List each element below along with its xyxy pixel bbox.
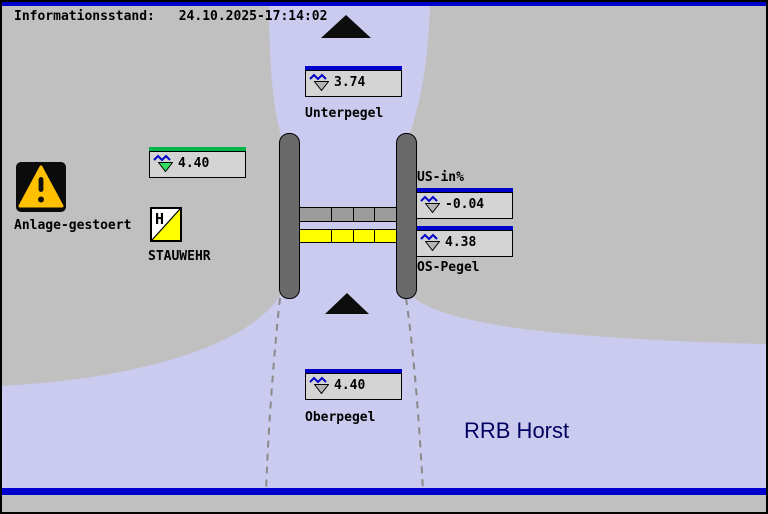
- plant-name: RRB Horst: [464, 418, 570, 443]
- water-wave-icon: [153, 154, 171, 162]
- oberpegel-value: 4.40: [334, 378, 366, 393]
- gauge-body: 3.74: [305, 70, 402, 97]
- water-surface: [2, 2, 766, 494]
- us-gauge: -0.04: [416, 188, 513, 219]
- flow-direction-arrow-top: [321, 15, 371, 38]
- alarm-label: Anlage-gestoert: [14, 218, 132, 233]
- level-pointer-icon: [314, 81, 329, 91]
- water-wave-icon: [420, 233, 438, 241]
- gauge-max-line: [416, 226, 513, 230]
- flow-direction-arrow-bottom: [325, 293, 369, 314]
- gate-segment: [332, 208, 354, 221]
- stauwehr-symbol-button[interactable]: H: [150, 207, 182, 242]
- gauge-body: 4.40: [149, 151, 246, 178]
- oberpegel-gauge: 4.40: [305, 369, 402, 400]
- unterpegel-value: 3.74: [334, 75, 366, 90]
- us-label: US-in%: [417, 170, 464, 185]
- gauge-body: -0.04: [416, 192, 513, 219]
- weir-gate-bar-yellow: [297, 229, 397, 243]
- level-pointer-icon: [158, 162, 173, 172]
- weir-symbol-letter: H: [155, 210, 165, 228]
- level-pointer-icon: [314, 384, 329, 394]
- water-wave-icon: [420, 195, 438, 203]
- gate-segment: [298, 230, 333, 242]
- top-border-bar: [2, 2, 766, 6]
- gauge-max-line: [149, 147, 246, 151]
- warning-triangle-icon: [18, 165, 64, 208]
- oberpegel-label: Oberpegel: [305, 410, 376, 425]
- weir-pillar-right: [396, 133, 417, 299]
- gate-segment: [354, 230, 376, 242]
- alarm-indicator-button[interactable]: [16, 162, 66, 212]
- stauwehr-level-value: 4.40: [178, 156, 210, 171]
- level-pointer-icon: [425, 203, 440, 213]
- unterpegel-gauge: 3.74: [305, 66, 402, 97]
- gate-segment: [332, 230, 354, 242]
- level-pointer-icon: [425, 241, 440, 251]
- gate-segment: [375, 230, 396, 242]
- weir-symbol-icon: [152, 209, 180, 240]
- gauge-body: 4.40: [305, 373, 402, 400]
- timestamp-value: 24.10.2025-17:14:02: [178, 9, 328, 24]
- gauge-max-line: [416, 188, 513, 192]
- bottom-border-bar: [2, 488, 766, 495]
- gate-segment: [298, 208, 333, 221]
- weir-gate-bar-gray: [297, 207, 397, 222]
- gauge-body: 4.38: [416, 230, 513, 257]
- os-value: 4.38: [445, 235, 477, 250]
- us-value: -0.04: [445, 197, 485, 212]
- stauwehr-label: STAUWEHR: [148, 249, 211, 264]
- water-wave-icon: [309, 376, 327, 384]
- os-label: OS-Pegel: [417, 260, 480, 275]
- os-gauge: 4.38: [416, 226, 513, 257]
- info-label: Informationsstand:: [14, 9, 155, 24]
- weir-pillar-left: [279, 133, 300, 299]
- stauwehr-level-gauge: 4.40: [149, 147, 246, 178]
- gate-segment: [375, 208, 396, 221]
- info-header: Informationsstand: 24.10.2025-17:14:02: [14, 9, 327, 24]
- gauge-max-line: [305, 66, 402, 70]
- gate-segment: [354, 208, 376, 221]
- flow-boundary-dashed-line-right: [405, 297, 424, 493]
- gauge-max-line: [305, 369, 402, 373]
- water-wave-icon: [309, 73, 327, 81]
- unterpegel-label: Unterpegel: [305, 106, 384, 121]
- flow-boundary-dashed-line-left: [265, 297, 281, 493]
